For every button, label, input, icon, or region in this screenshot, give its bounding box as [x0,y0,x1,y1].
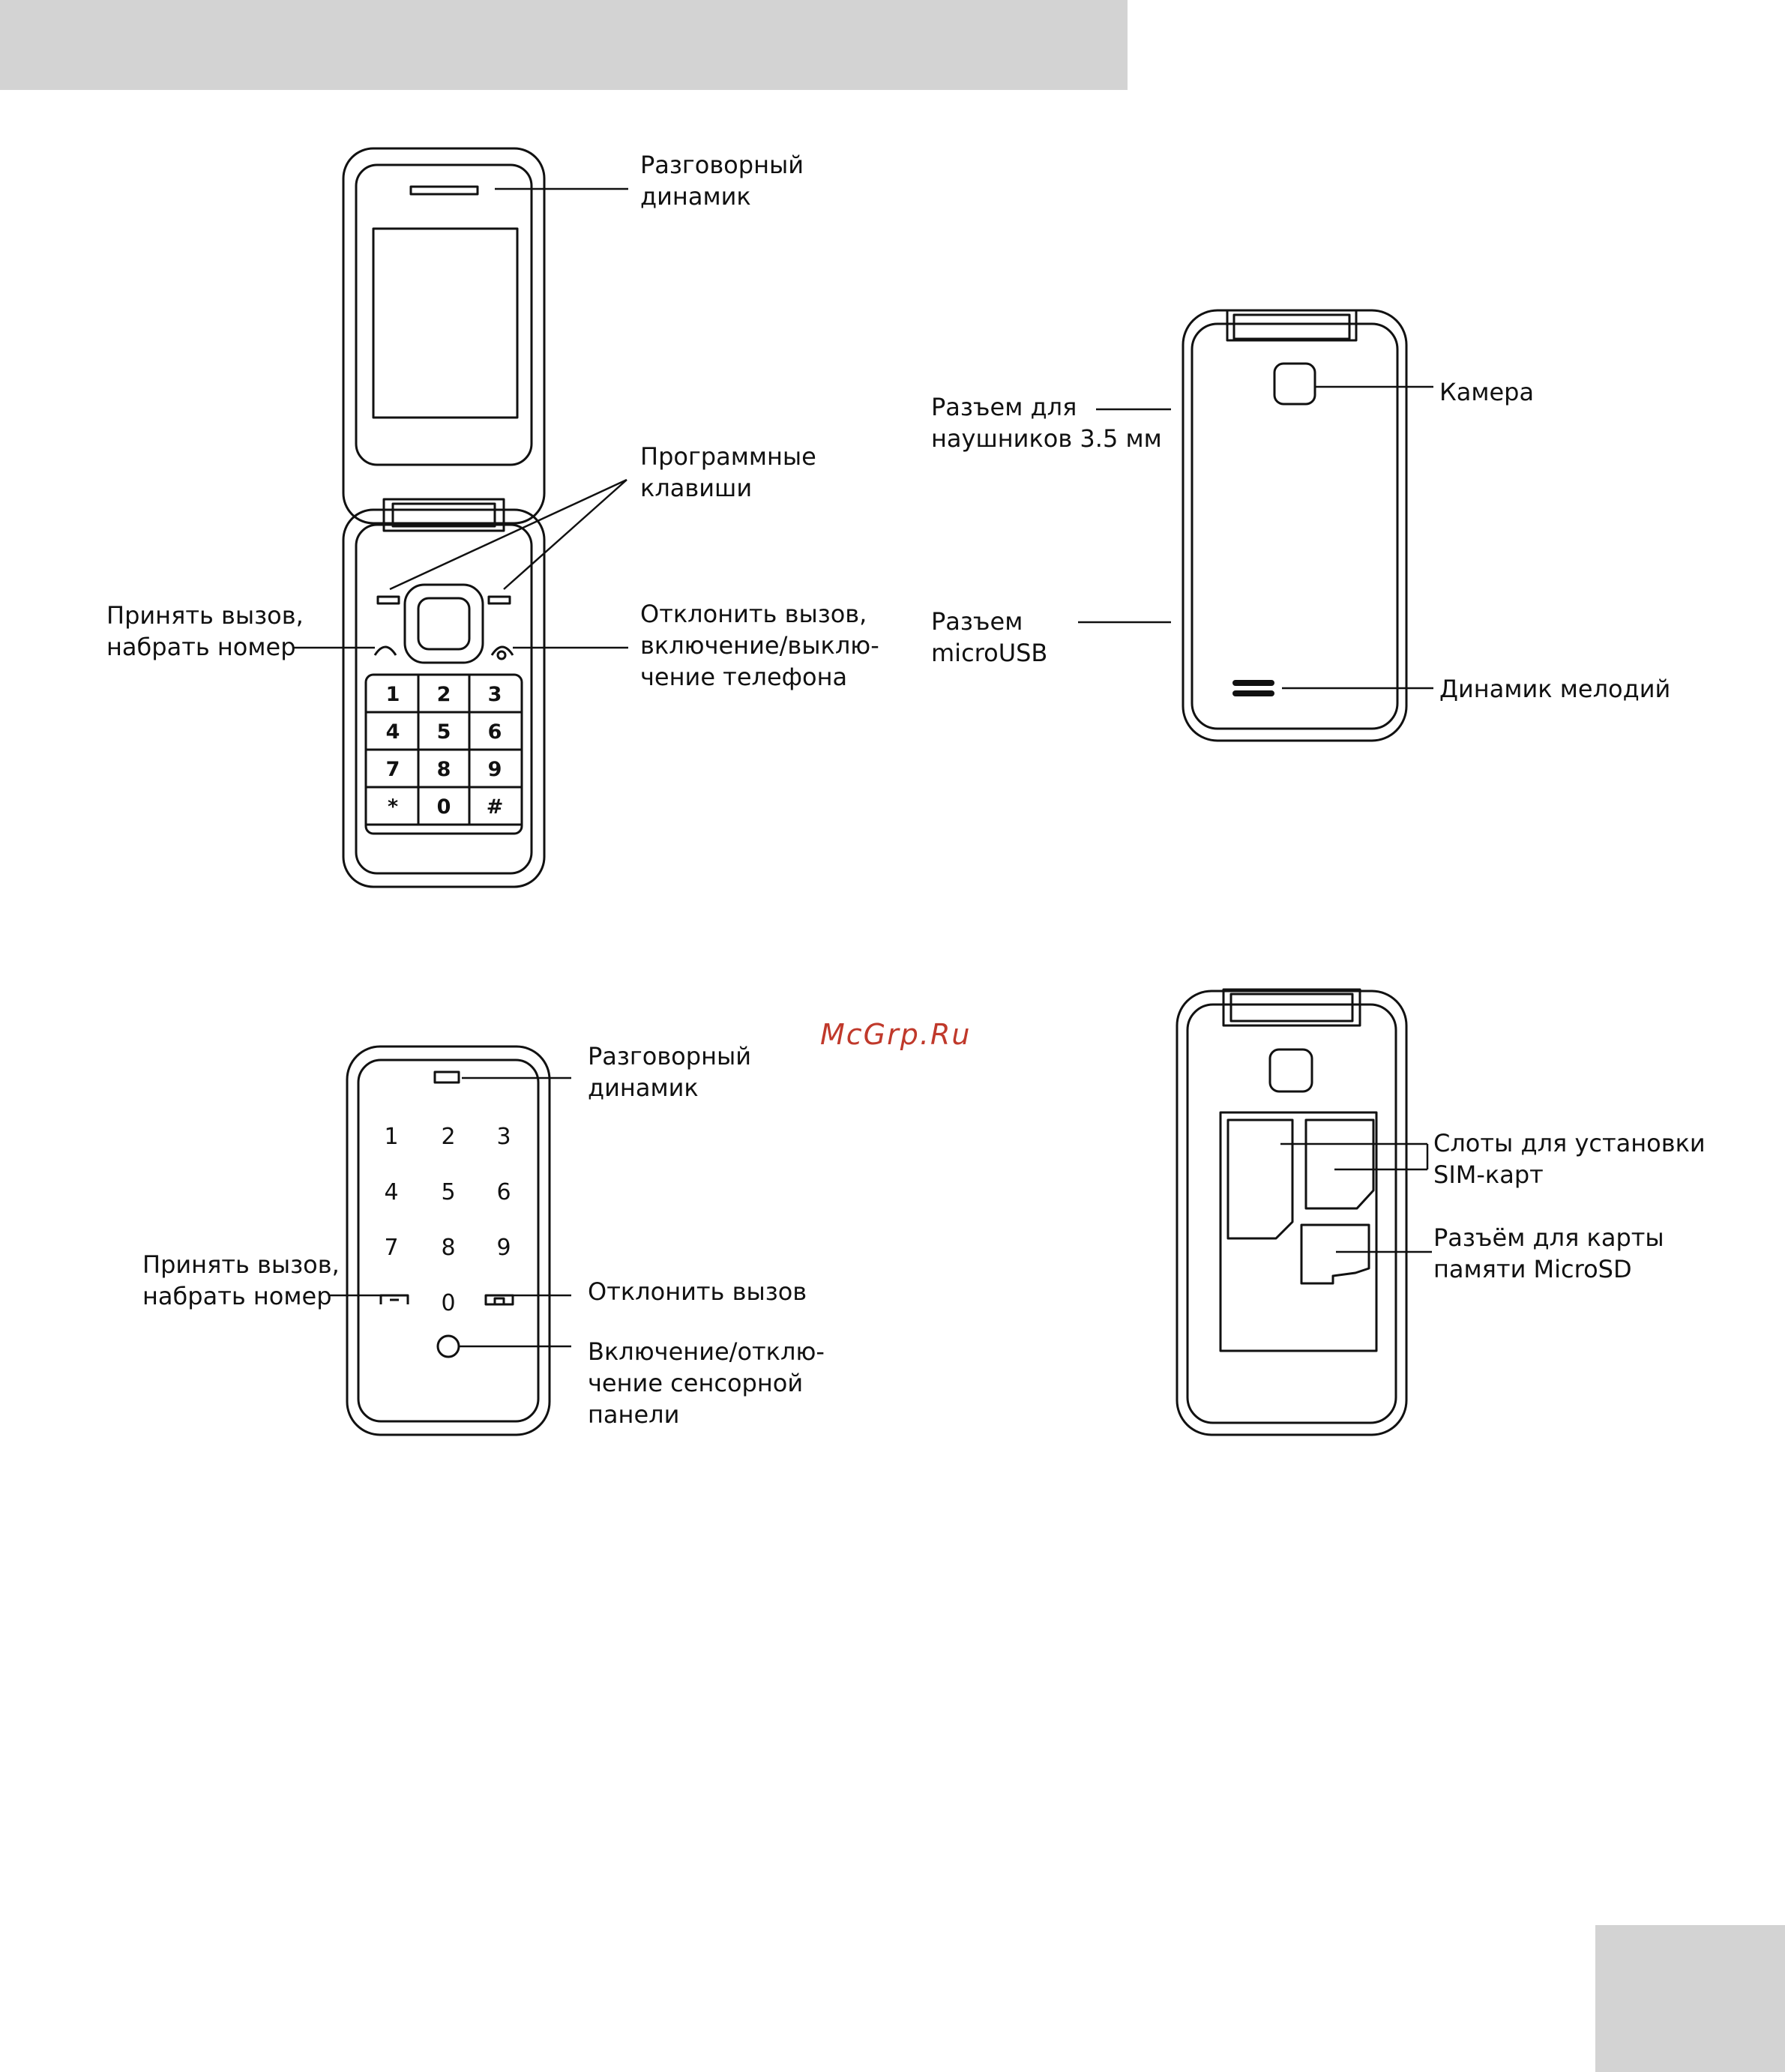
keypad-key: 7 [386,758,400,781]
keypad-key: 9 [488,758,502,781]
touch-digits: 1 2 3 4 5 6 7 8 9 0 [384,1124,511,1316]
label-camera: Камера [1439,378,1535,406]
touch-key: 5 [441,1179,455,1205]
label-reject-call-2: Отклонить вызов [588,1277,807,1306]
touch-key: 1 [384,1124,398,1150]
watermark: McGrp.Ru [820,1018,972,1051]
touch-key: 0 [441,1290,455,1316]
keypad-key: 0 [437,795,451,819]
touch-key: 7 [384,1235,398,1261]
keypad-key: 8 [437,758,451,781]
phone-touch-panel [346,1045,551,1436]
keypad-digits: 1 2 3 4 5 6 7 8 9 * 0 # [386,683,504,819]
page-number-box [1595,1925,1785,2072]
header-gray-band [0,0,1128,90]
phone-back-closed [1182,309,1408,742]
touch-key: 2 [441,1124,455,1150]
touch-key: 8 [441,1235,455,1261]
phone-back-open [1176,988,1408,1436]
keypad-key: 4 [386,720,400,744]
keypad-key: 6 [488,720,502,744]
touch-key: 9 [496,1235,511,1261]
label-accept-call-1: Принять вызов,набрать номер [106,601,304,661]
label-accept-call-2: Принять вызов,набрать номер [142,1250,340,1310]
touch-key: 6 [496,1179,511,1205]
keypad-key: 1 [386,683,400,706]
keypad-key: 3 [488,683,502,706]
keypad-key: 2 [437,683,451,706]
label-melody-speaker: Динамик мелодий [1439,675,1671,703]
phone-front-open [342,147,546,888]
keypad-key: # [487,795,504,819]
keypad-key: * [388,795,398,819]
touch-key: 4 [384,1179,398,1205]
keypad-key: 5 [437,720,451,744]
touch-key: 3 [496,1124,511,1150]
label-reject-call-1: Отклонить вызов,включение/выклю-чение те… [640,600,879,691]
